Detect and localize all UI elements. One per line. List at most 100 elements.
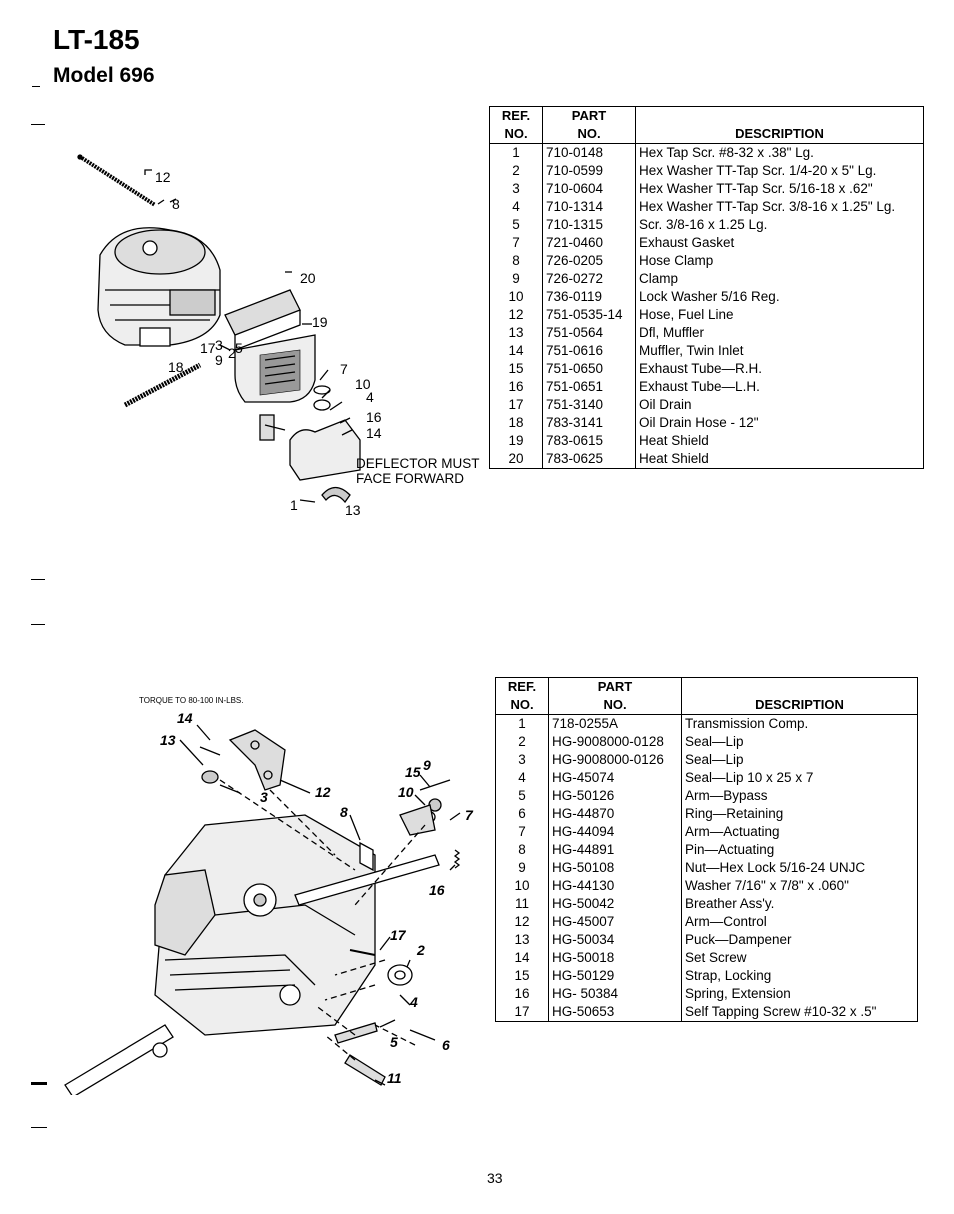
cell-ref: 8: [512, 253, 520, 268]
cell-ref: 13: [508, 325, 524, 340]
cell-ref: 2: [512, 163, 520, 178]
cell-part: HG-45074: [548, 769, 682, 787]
cell-desc: Muffler, Twin Inlet: [635, 342, 924, 360]
cell-ref: 8: [518, 842, 526, 857]
col-header-desc-spacer: [635, 106, 924, 125]
cell-part: 751-0651: [542, 378, 636, 396]
cell-desc: Seal—Lip: [681, 751, 918, 769]
cell-ref: 6: [518, 806, 526, 821]
cell-part: 710-1314: [542, 198, 636, 216]
callout-10: 10: [355, 376, 371, 392]
page-number: 33: [487, 1170, 503, 1186]
callout-4: 4: [366, 389, 374, 405]
cell-desc: Strap, Locking: [681, 967, 918, 985]
callout-7: 7: [465, 807, 474, 823]
cell-desc: Spring, Extension: [681, 985, 918, 1003]
cell-desc: Pin—Actuating: [681, 841, 918, 859]
cell-ref: 2: [518, 734, 526, 749]
col-header-part: PART: [548, 677, 682, 696]
col-header-ref: REF.: [501, 108, 531, 123]
callout-11: 11: [387, 1070, 402, 1086]
transmission-diagram: 14 13 3 12 15 9 10 7 8 16 17 2 4 5 6 11: [64, 710, 474, 1095]
cell-ref: 12: [514, 914, 530, 929]
callout-17: 17: [200, 340, 216, 356]
callout-7: 7: [340, 361, 348, 377]
cell-part: HG-50108: [548, 859, 682, 877]
cell-part: HG-50018: [548, 949, 682, 967]
cell-part: 710-0599: [542, 162, 636, 180]
callout-19: 19: [312, 314, 328, 330]
cell-part: 710-1315: [542, 216, 636, 234]
callout-12: 12: [315, 784, 331, 800]
deflector-note: DEFLECTOR MUST FACE FORWARD: [356, 456, 480, 486]
cell-part: HG-50653: [548, 1003, 682, 1022]
cell-desc: Hose Clamp: [635, 252, 924, 270]
callout-5: 5: [235, 340, 243, 356]
col-header-part-no: NO.: [548, 696, 682, 715]
cell-ref: 15: [508, 361, 524, 376]
cell-part: HG-9008000-0128: [548, 733, 682, 751]
callout-8: 8: [172, 196, 180, 212]
cell-part: HG-44094: [548, 823, 682, 841]
callout-16: 16: [366, 409, 382, 425]
col-header-description: DESCRIPTION: [635, 125, 924, 144]
cell-desc: Exhaust Tube—R.H.: [635, 360, 924, 378]
callout-18: 18: [168, 359, 184, 375]
cell-part: HG-45007: [548, 913, 682, 931]
cell-desc: Self Tapping Screw #10-32 x .5": [681, 1003, 918, 1022]
cell-ref: 7: [518, 824, 526, 839]
cell-desc: Lock Washer 5/16 Reg.: [635, 288, 924, 306]
cell-part: HG-44130: [548, 877, 682, 895]
cell-part: HG-50034: [548, 931, 682, 949]
cell-ref: 1: [512, 145, 520, 160]
cell-desc: Transmission Comp.: [681, 714, 918, 733]
cell-ref: 1: [518, 716, 526, 731]
cell-ref: 10: [514, 878, 530, 893]
callout-15: 15: [405, 764, 421, 780]
col-header-part-no: NO.: [542, 125, 636, 144]
cell-part: HG-50126: [548, 787, 682, 805]
cell-part: 783-0615: [542, 432, 636, 450]
col-header-desc-spacer: [681, 677, 918, 696]
cell-ref: 4: [518, 770, 526, 785]
cell-desc: Arm—Bypass: [681, 787, 918, 805]
cell-ref: 9: [512, 271, 520, 286]
cell-part: HG-44870: [548, 805, 682, 823]
callout-2: 2: [416, 942, 425, 958]
cell-part: 783-3141: [542, 414, 636, 432]
cell-part: 736-0119: [542, 288, 636, 306]
callout-2: 2: [228, 345, 236, 361]
cell-part: 751-0535-14: [542, 306, 636, 324]
cell-part: 783-0625: [542, 450, 636, 469]
cell-desc: Oil Drain: [635, 396, 924, 414]
margin-mark: [31, 1082, 47, 1085]
cell-ref: 5: [518, 788, 526, 803]
note-line: DEFLECTOR MUST: [356, 456, 480, 471]
cell-ref: 3: [512, 181, 520, 196]
cell-desc: Puck—Dampener: [681, 931, 918, 949]
engine-exhaust-diagram: 12 8 20 19 17 3 9 2 18 7 10 4 16 14 1 13…: [77, 154, 382, 518]
callout-8: 8: [340, 804, 348, 820]
cell-ref: 12: [508, 307, 524, 322]
cell-part: 710-0148: [542, 143, 636, 162]
margin-mark: [31, 124, 45, 125]
margin-mark: [31, 1127, 47, 1128]
